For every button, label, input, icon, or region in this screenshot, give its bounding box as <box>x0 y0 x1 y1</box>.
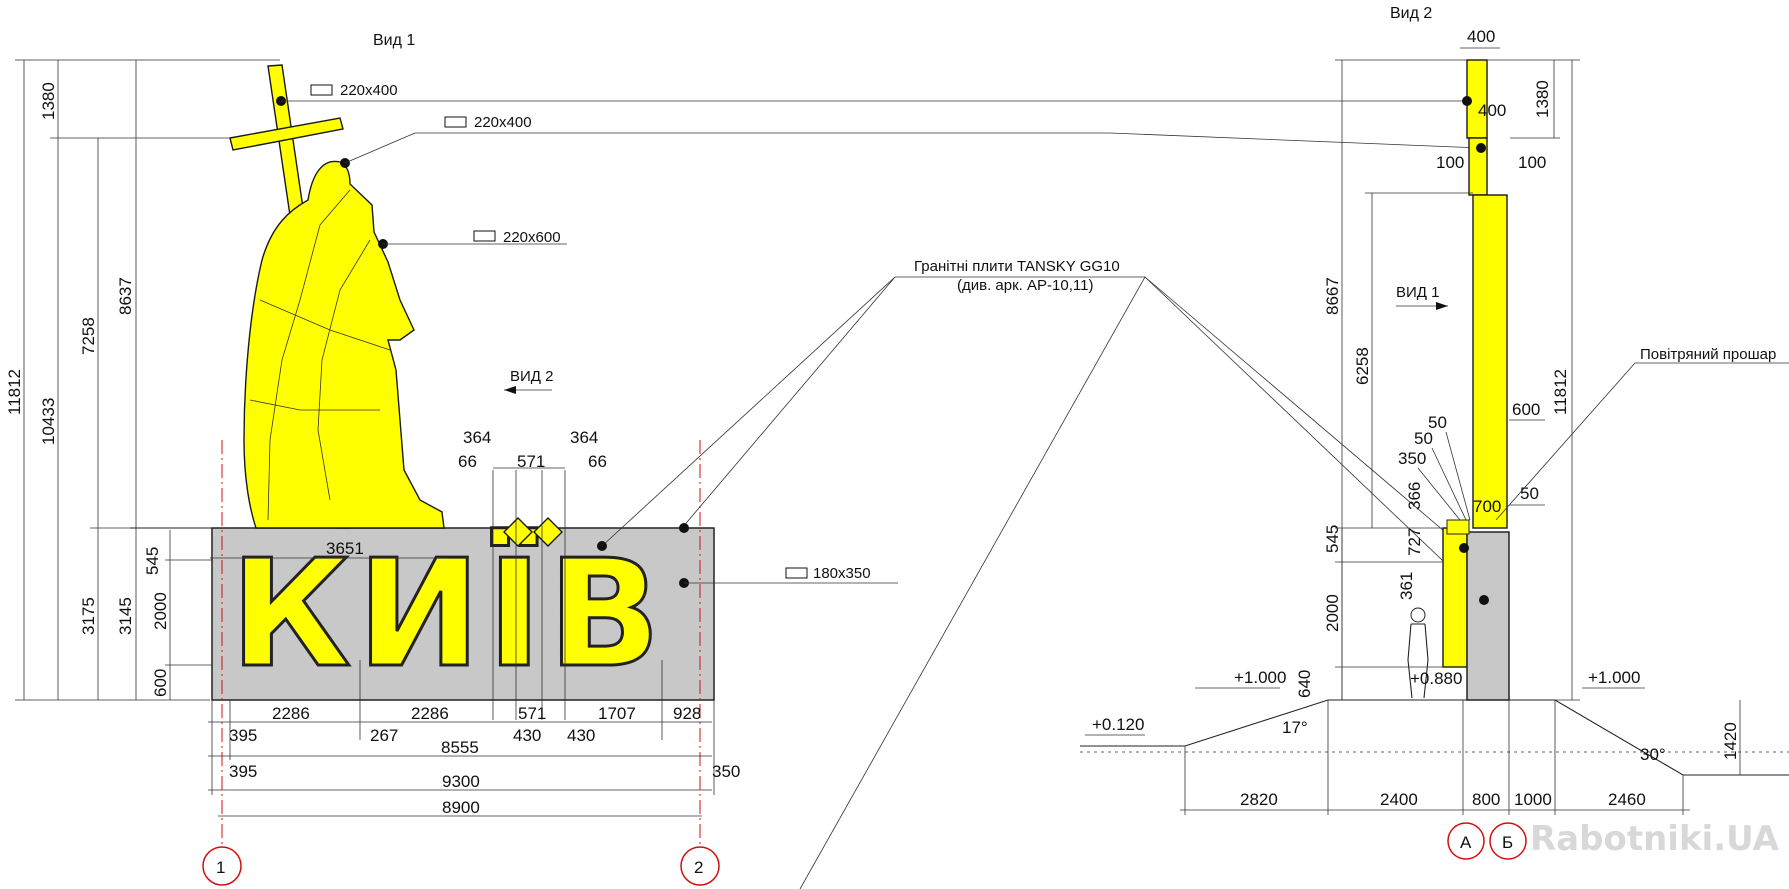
v2-dim-2400: 2400 <box>1380 790 1418 809</box>
section-callouts <box>276 84 1482 588</box>
kyiv-letters: КИЇВ <box>230 527 667 700</box>
dim-11812: 11812 <box>5 369 24 415</box>
axis-label-2: 2 <box>694 858 703 877</box>
v2-dim-400-second: 400 <box>1478 101 1506 120</box>
callout-line1: Гранітні плити TANSKY GG10 <box>914 258 1120 275</box>
view1-base-block <box>211 527 715 701</box>
ground-profile <box>1080 699 1789 815</box>
dim-545: 545 <box>143 547 162 575</box>
v2-dim-100-right: 100 <box>1518 153 1546 172</box>
axis-marker-1 <box>202 846 242 886</box>
statue-figure <box>229 64 445 529</box>
dim-571-top: 571 <box>517 452 545 471</box>
level-plus-0120: +0.120 <box>1092 715 1144 734</box>
v2-dim-640: 640 <box>1295 670 1314 698</box>
dim-430-left: 430 <box>513 726 541 745</box>
v2-dim-8667: 8667 <box>1323 277 1342 315</box>
section-label-2: 220х400 <box>474 114 532 131</box>
section-label-4: 180х350 <box>813 565 871 582</box>
v2-dim-1380: 1380 <box>1533 80 1552 118</box>
view2-mid-leaders <box>1417 419 1545 521</box>
v2-dim-600: 600 <box>1512 400 1540 419</box>
dim-364-left: 364 <box>463 428 491 447</box>
view1-bottom-dimension-lines <box>208 660 715 817</box>
level-plus-0880: +0.880 <box>1410 669 1462 688</box>
dim-2000: 2000 <box>151 592 170 630</box>
view2-left-dimension-lines <box>1335 59 1473 700</box>
dim-9300: 9300 <box>442 772 480 791</box>
view2-title: Вид 2 <box>1390 5 1432 22</box>
section-label-3: 220х600 <box>503 229 561 246</box>
dim-3175: 3175 <box>79 597 98 635</box>
dim-430-right: 430 <box>567 726 595 745</box>
axis-label-a: А <box>1460 833 1472 852</box>
air-gap-label: Повітряний прошар <box>1640 346 1776 363</box>
v2-dim-800: 800 <box>1472 790 1500 809</box>
v2-dim-50-b: 50 <box>1414 429 1433 448</box>
dim-267: 267 <box>370 726 398 745</box>
callout-leader-lines <box>597 276 1485 889</box>
v2-dim-1000: 1000 <box>1514 790 1552 809</box>
axis-marker-2 <box>680 846 720 886</box>
dim-3145: 3145 <box>116 597 135 635</box>
axis-marker-b <box>1489 822 1527 860</box>
dim-8637: 8637 <box>116 277 135 315</box>
dim-395-b: 395 <box>229 762 257 781</box>
view2-arrow-label: ВИД 1 <box>1396 284 1439 301</box>
view2-column <box>1442 59 1510 701</box>
v2-dim-400-top: 400 <box>1467 27 1495 46</box>
dim-350: 350 <box>712 762 740 781</box>
v2-dim-350: 350 <box>1398 449 1426 468</box>
v2-dim-366: 366 <box>1405 482 1424 510</box>
view1-mid-dimension-lines <box>210 467 566 720</box>
dim-66-left: 66 <box>458 452 477 471</box>
axis-label-1: 1 <box>216 858 225 877</box>
axis-label-b: Б <box>1502 833 1513 852</box>
v2-dim-361: 361 <box>1397 572 1416 600</box>
view2-base-block <box>1466 531 1510 701</box>
section-label-1: 220х400 <box>340 82 398 99</box>
dim-1380: 1380 <box>39 82 58 120</box>
v2-dim-700: 700 <box>1473 497 1501 516</box>
v2-dim-100-left: 100 <box>1436 153 1464 172</box>
dim-2286-right: 2286 <box>411 704 449 723</box>
v2-dim-6258: 6258 <box>1353 347 1372 385</box>
dim-364-right: 364 <box>570 428 598 447</box>
dim-571-bottom: 571 <box>518 704 546 723</box>
dim-3651: 3651 <box>326 539 364 558</box>
level-plus-1000-left: +1.000 <box>1234 668 1286 687</box>
dim-2286-left: 2286 <box>272 704 310 723</box>
view1-arrow-label: ВИД 2 <box>510 368 553 385</box>
dim-8900: 8900 <box>442 798 480 817</box>
level-plus-1000-right: +1.000 <box>1588 668 1640 687</box>
v2-dim-50-c: 50 <box>1520 484 1539 503</box>
v2-dim-2000: 2000 <box>1323 594 1342 632</box>
dim-395-a: 395 <box>229 726 257 745</box>
dim-600: 600 <box>151 669 170 697</box>
angle-17: 17° <box>1282 718 1308 737</box>
person-scale-figure <box>1407 607 1429 699</box>
dim-66-right: 66 <box>588 452 607 471</box>
angle-30: 30° <box>1640 745 1666 764</box>
view1-title: Вид 1 <box>373 32 415 49</box>
v2-dim-50-a: 50 <box>1428 413 1447 432</box>
dim-7258: 7258 <box>79 317 98 355</box>
axis-marker-a <box>1447 822 1485 860</box>
i-diaeresis-ornament <box>503 517 563 547</box>
v2-dim-1420: 1420 <box>1721 722 1740 760</box>
v2-dim-545: 545 <box>1323 525 1342 553</box>
callout-line2: (див. арк. АР-10,11) <box>957 277 1093 294</box>
v2-dim-2460: 2460 <box>1608 790 1646 809</box>
v2-dim-11812: 11812 <box>1551 369 1570 415</box>
dim-10433: 10433 <box>39 398 58 445</box>
dim-1707: 1707 <box>598 704 636 723</box>
v2-dim-727: 727 <box>1405 528 1424 556</box>
dim-8555: 8555 <box>441 738 479 757</box>
watermark: Rabotniki.UA <box>1530 819 1780 859</box>
v2-dim-2820: 2820 <box>1240 790 1278 809</box>
dim-928: 928 <box>673 704 701 723</box>
